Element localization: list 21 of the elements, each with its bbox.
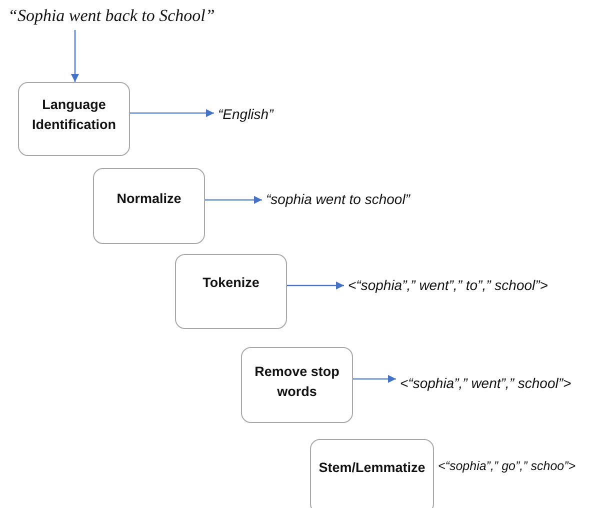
output-text: “Sophia went back to School” — [8, 6, 215, 26]
process-box — [175, 254, 287, 329]
arrow — [287, 282, 344, 290]
output-text: <“sophia”,” go”,” schoo”> — [438, 459, 576, 473]
step-label: Remove stop words — [254, 363, 340, 401]
output-text: <“sophia”,” went”,” school”> — [400, 375, 572, 391]
arrow — [71, 30, 79, 82]
step-label: Tokenize — [202, 274, 260, 292]
process-box — [310, 439, 434, 508]
output-text: <“sophia”,” went”,” to”,” school”> — [348, 277, 548, 293]
process-box — [241, 347, 353, 423]
output-text: “sophia went to school” — [266, 191, 410, 207]
step-label: Language Identification — [31, 96, 117, 134]
arrow — [205, 196, 262, 204]
step-label: Stem/Lemmatize — [318, 459, 426, 477]
output-text: “English” — [218, 106, 274, 122]
step-label: Normalize — [116, 190, 182, 208]
arrow — [130, 109, 214, 118]
process-box — [18, 82, 130, 156]
process-box — [93, 168, 205, 244]
arrow — [353, 374, 396, 383]
